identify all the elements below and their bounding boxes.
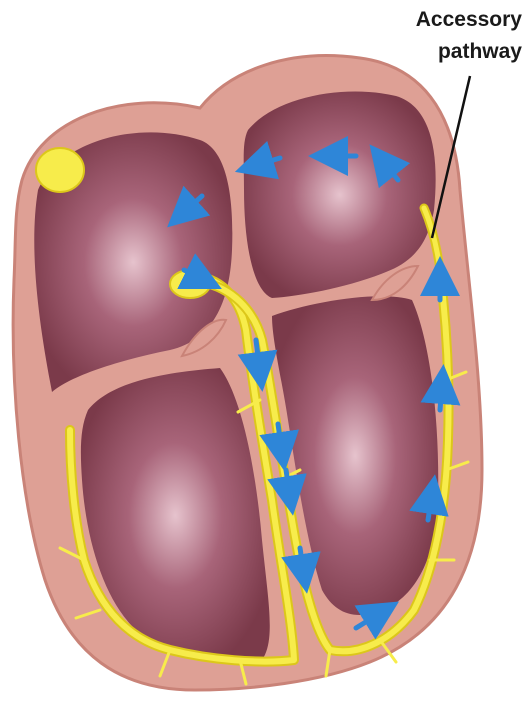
annotation-label-line-1: Accessory (416, 8, 522, 32)
sa-node (36, 148, 84, 192)
annotation-label-line-2: pathway (438, 40, 522, 64)
blue-arrow (440, 384, 442, 410)
